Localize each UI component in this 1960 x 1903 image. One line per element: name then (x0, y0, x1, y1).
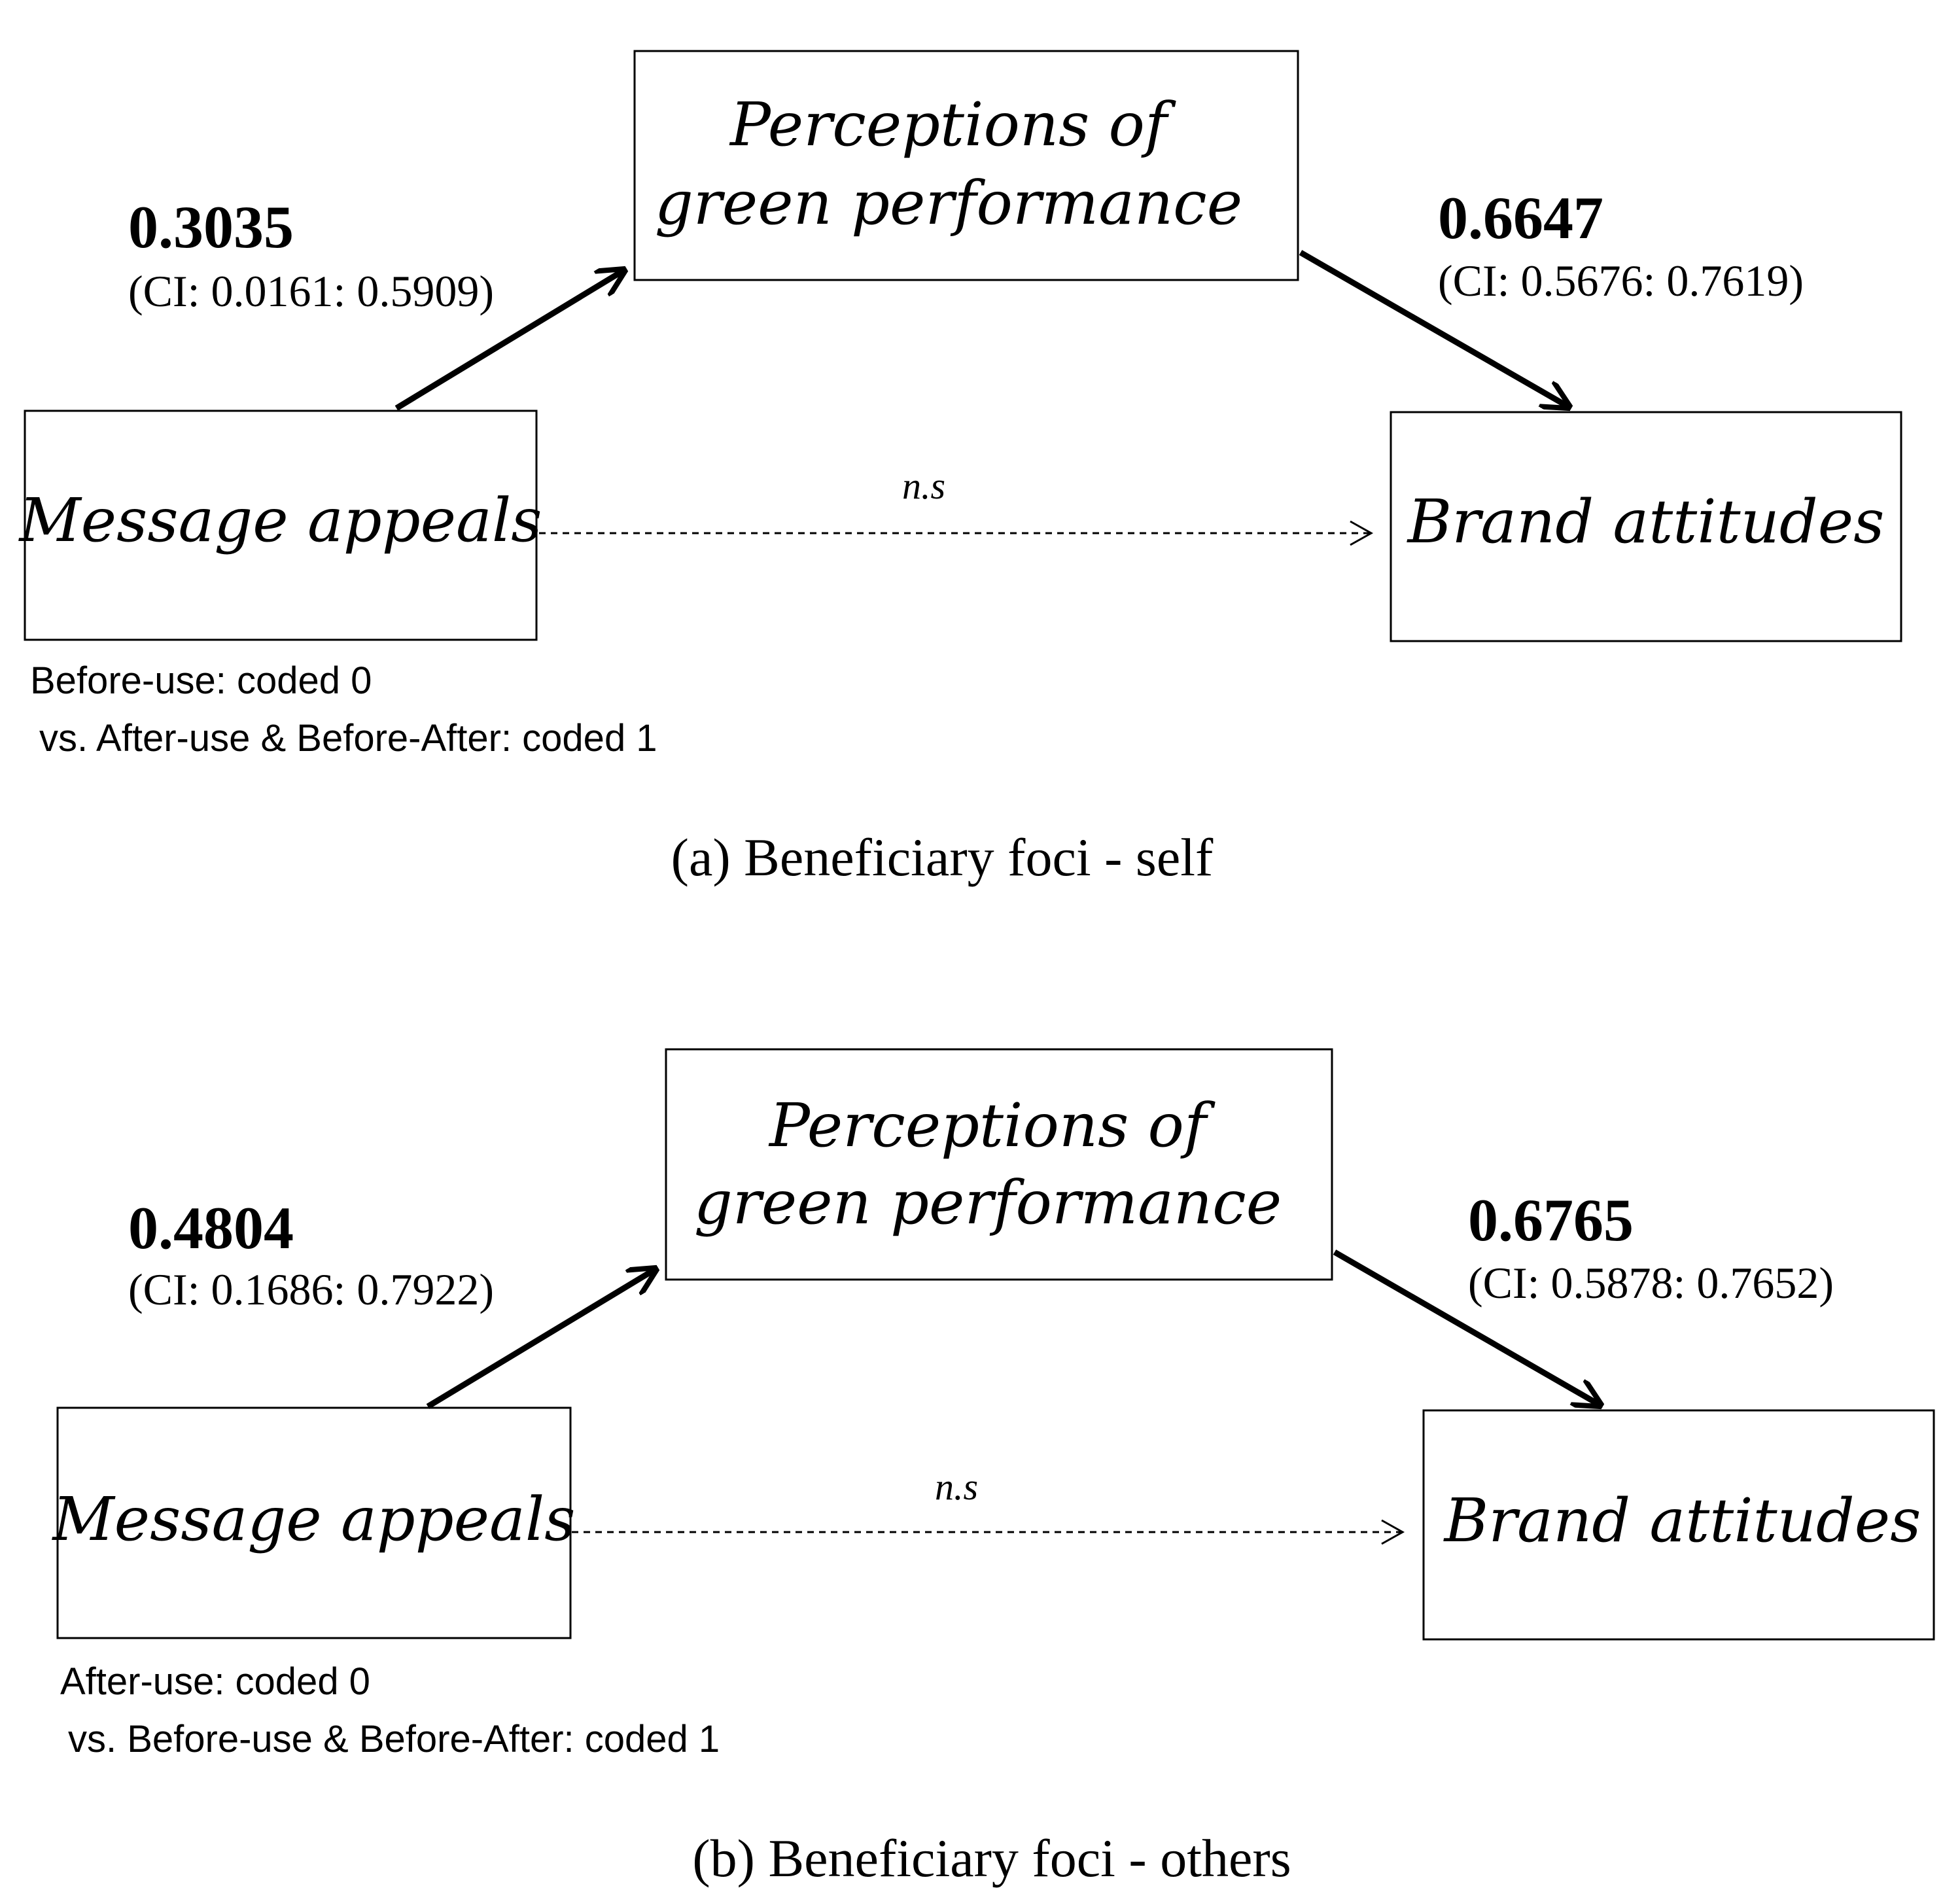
path-a-arrow (426, 1269, 656, 1409)
predictor-label: Message appeals (18, 485, 542, 555)
panel-a: Perceptions of green performance Message… (18, 50, 1902, 887)
coding-note-line1: After-use: coded 0 (60, 1660, 370, 1703)
path-b-coefficient: 0.6765 (1468, 1187, 1634, 1253)
path-a-ci: (CI: 0.1686: 0.7922) (128, 1265, 494, 1314)
panel-caption: (a) Beneficiary foci - self (671, 828, 1214, 887)
mediator-box (665, 1048, 1333, 1281)
path-b-ci: (CI: 0.5676: 0.7619) (1438, 256, 1804, 306)
outcome-label: Brand attitudes (1443, 1486, 1921, 1556)
direct-path-label: n.s (935, 1465, 978, 1508)
outcome-box (1390, 411, 1902, 642)
path-b-ci: (CI: 0.5878: 0.7652) (1468, 1258, 1834, 1308)
path-a-coefficient: 0.3035 (128, 194, 294, 260)
direct-path-arrowhead (1350, 520, 1374, 546)
mediator-label-line1: Perceptions of (768, 1091, 1216, 1161)
path-b-arrow (1333, 1249, 1600, 1405)
coding-note-line2: vs. Before-use & Before-After: coded 1 (68, 1718, 720, 1760)
predictor-label: Message appeals (51, 1484, 575, 1554)
predictor-box (24, 410, 538, 641)
panel-b: Perceptions of green performance Message… (51, 1048, 1935, 1888)
mediator-box (633, 50, 1299, 281)
direct-path-label: n.s (902, 464, 945, 507)
coding-note-line2: vs. After-use & Before-After: coded 1 (39, 717, 657, 759)
path-a-arrow (394, 270, 624, 411)
coding-note-line1: Before-use: coded 0 (30, 659, 372, 702)
panel-caption: (b) Beneficiary foci - others (692, 1828, 1291, 1888)
predictor-box (56, 1406, 572, 1639)
outcome-box (1422, 1409, 1935, 1641)
outcome-label: Brand attitudes (1407, 487, 1885, 557)
path-a-ci: (CI: 0.0161: 0.5909) (128, 266, 494, 316)
mediator-label-line2: green performance (694, 1168, 1282, 1238)
path-b-coefficient: 0.6647 (1438, 184, 1603, 251)
direct-path-arrowhead (1381, 1519, 1405, 1545)
mediator-label-line2: green performance (655, 168, 1242, 238)
mediator-label-line1: Perceptions of (729, 90, 1176, 160)
path-b-arrow (1299, 250, 1569, 407)
path-a-coefficient: 0.4804 (128, 1195, 294, 1261)
